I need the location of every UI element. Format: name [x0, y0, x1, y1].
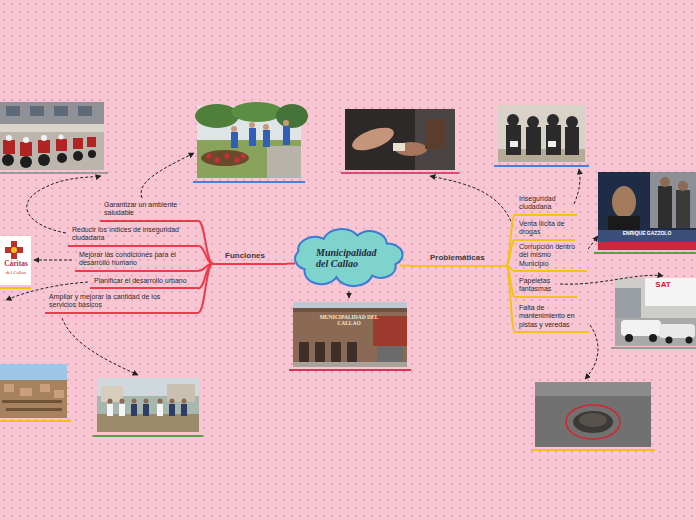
topic-item: Ampliar y mejorar la cantidad de los ser…: [45, 292, 198, 314]
branch-title: Problemáticas: [430, 253, 504, 263]
branch-connector: [400, 265, 410, 267]
town-hall-photo: [293, 302, 407, 367]
photo-underline: [0, 420, 71, 422]
item-text: Garantizar un ambiente saludable: [104, 201, 194, 218]
branch-label: Funciones: [213, 249, 287, 265]
item-text: Planificar el desarrollo urbano: [94, 277, 194, 285]
topic-item: Garantizar un ambiente saludable: [100, 200, 198, 222]
photo-underline: [0, 287, 31, 289]
topic-item: Reducir los índices de inseguridad ciuda…: [68, 225, 198, 247]
caritas-logo: [0, 236, 31, 285]
topic-item: Corrupción dentro del mismo Municipio: [515, 242, 587, 272]
sign-text: SAT: [648, 280, 678, 289]
branch-connector: [287, 263, 295, 265]
sat-office-photo: [615, 278, 696, 346]
item-text: Corrupción dentro del mismo Municipio: [519, 243, 582, 268]
item-text: Falta de mantenimiento en pistas y vered…: [519, 304, 584, 329]
item-text: Ampliar y mejorar la cantidad de los ser…: [49, 293, 161, 310]
branch-connector: [198, 264, 213, 313]
item-text: Papeletas fantasmas: [519, 277, 571, 294]
photo-underline: [494, 165, 589, 167]
item-text: Mejorar las condiciones para el desarrol…: [79, 251, 196, 268]
item-text: Venta ilícita de drogas: [519, 220, 569, 237]
photo-underline: [341, 172, 459, 174]
topic-title: Municipalidad del Callao: [316, 247, 382, 270]
photo-underline: [531, 449, 655, 451]
branch-connector: [506, 240, 515, 266]
logo-text: Cáritas: [1, 260, 31, 269]
branch-connector: [198, 221, 213, 264]
photo-underline: [289, 369, 411, 371]
branch-label: Problemáticas: [410, 251, 506, 267]
pothole-photo: [535, 382, 651, 447]
photo-underline: [93, 435, 203, 437]
topic-item: Papeletas fantasmas: [515, 276, 577, 298]
topic-item: Mejorar las condiciones para el desarrol…: [75, 250, 198, 272]
detainees-photo: [498, 105, 585, 162]
branch-connector: [506, 266, 515, 333]
topic-item: Venta ilícita de drogas: [515, 219, 575, 241]
drug-sale-photo: [345, 109, 455, 170]
public-works-photo: [97, 378, 199, 432]
garden-photo: [195, 102, 308, 178]
motorcycle-photo: [0, 102, 104, 170]
item-text: Inseguridad ciudadana: [519, 195, 571, 212]
branch-title: Funciones: [225, 251, 285, 261]
central-topic: Municipalidad del Callao: [290, 226, 408, 290]
logo-subtext: del Callao: [1, 270, 31, 276]
topic-item: Falta de mantenimiento en pistas y vered…: [515, 303, 589, 333]
news-photo: [598, 172, 696, 250]
photo-underline: [193, 181, 305, 183]
leader-arrows: [6, 153, 663, 379]
photo-underline: [0, 172, 108, 174]
topic-item: Planificar el desarrollo urbano: [90, 276, 198, 289]
facade-text: MUNICIPALIDAD DEL CALLAO: [318, 314, 380, 327]
branch-connector: [506, 215, 515, 266]
branch-connector: [198, 246, 213, 264]
photo-underline: [594, 252, 696, 254]
photo-underline: [611, 347, 696, 349]
item-text: Reducir los índices de inseguridad ciuda…: [72, 226, 194, 243]
construction-photo: [0, 364, 67, 418]
topic-item: Inseguridad ciudadana: [515, 194, 577, 216]
photo-caption: ENRIQUE GAZZOLO: [602, 231, 692, 237]
